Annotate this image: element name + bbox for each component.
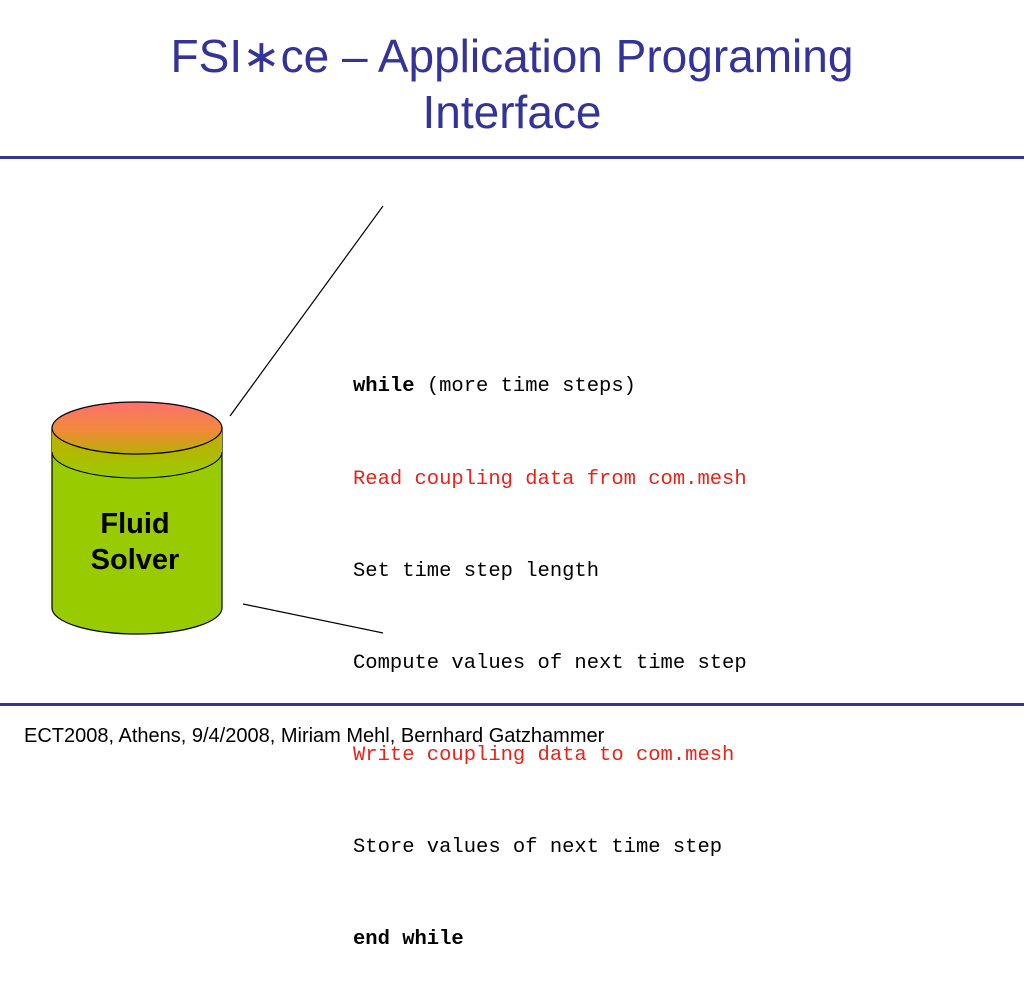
code-line-compute: Compute values of next time step <box>353 651 747 675</box>
code-line-store: Store values of next time step <box>353 835 723 859</box>
fluid-solver-label: Fluid Solver <box>60 506 210 578</box>
code-line-set: Set time step length <box>353 559 600 583</box>
slide-title-line1: FSI∗ce – Application Programing <box>170 30 854 82</box>
slide-title-line2: Interface <box>422 86 602 138</box>
solver-label-line1: Fluid <box>100 508 170 540</box>
code-line-while: while (more time steps) <box>353 372 747 403</box>
title-divider <box>0 156 1024 159</box>
cylinder-top <box>51 401 223 455</box>
code-line-read: Read coupling data from com.mesh <box>353 467 747 491</box>
footer-divider <box>0 703 1024 706</box>
code-while-condition: (more time steps) <box>414 375 636 399</box>
slide-title: FSI∗ce – Application Programing Interfac… <box>0 28 1024 140</box>
pseudocode-block: while (more time steps) Read coupling da… <box>353 311 747 986</box>
cylinder-body <box>51 427 223 635</box>
code-line-end-while: end while <box>353 928 464 952</box>
callout-line-upper <box>229 205 384 417</box>
callout-line-lower <box>242 603 384 634</box>
slide-footer: ECT2008, Athens, 9/4/2008, Miriam Mehl, … <box>24 725 605 747</box>
code-line-write: Write coupling data to com.mesh <box>353 743 735 767</box>
solver-label-line2: Solver <box>90 544 180 576</box>
fluid-solver-diagram <box>51 205 384 635</box>
code-keyword-while: while <box>353 375 415 399</box>
